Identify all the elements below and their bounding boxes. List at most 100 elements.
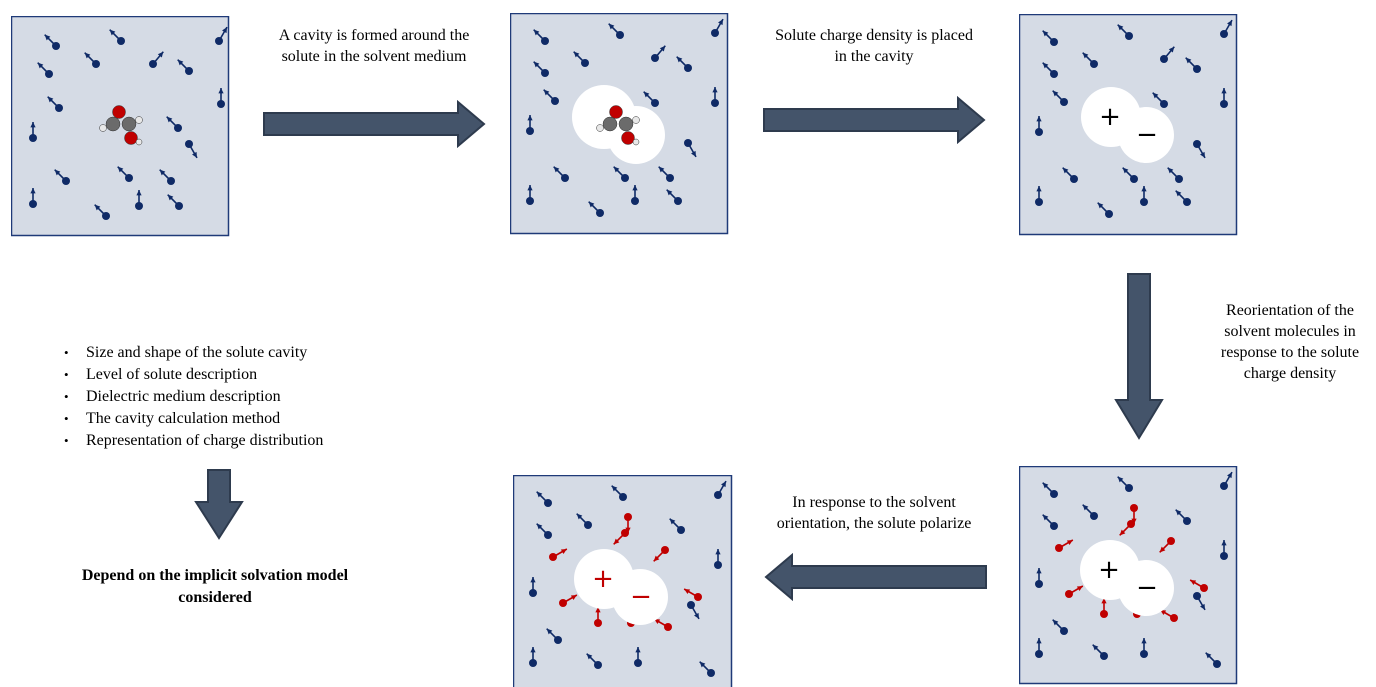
solvent-box [510,13,729,235]
solvent-molecule-icon [217,100,225,108]
solvent-molecule-icon [711,99,719,107]
charged-cavity: + − [1080,540,1174,616]
solvent-molecule-icon [1090,60,1098,68]
dipole-arrowhead [588,201,595,208]
solvent-molecule-icon [1213,660,1221,668]
dipole-arrowhead [1227,472,1232,479]
negative-charge: − [630,582,652,612]
solvent-molecule-icon [541,37,549,45]
solvent-molecule-icon [1050,38,1058,46]
solvent-molecule-icon [1220,100,1228,108]
dipole-arrowhead [1062,167,1069,174]
solvent-molecule-icon [594,619,602,627]
solvent-molecule-icon [1220,552,1228,560]
charged-cavity: + − [1081,87,1174,163]
solute-molecule-icon [99,105,143,146]
solvent-molecule-icon [125,174,133,182]
solvent-molecule-icon [544,499,552,507]
solvent-molecule-icon [661,546,669,554]
dipole-arrowhead [218,88,224,94]
dipole-arrowhead [659,45,666,52]
solvent-molecule-icon [1035,128,1043,136]
solvent-molecule-icon [1065,590,1073,598]
dipole-arrowhead [1036,116,1042,122]
dipole-arrowhead [94,204,101,211]
solvent-box: + − [513,475,733,687]
dipole-arrowhead [1036,638,1042,644]
dipole-arrowhead [530,647,536,653]
hydrogen-atom [632,138,640,146]
dipole-arrowhead [159,169,166,176]
solvent-molecule-icon [1050,522,1058,530]
carbon-atom [618,116,634,132]
carbon-atom [602,116,618,132]
hydrogen-atom [135,138,143,146]
solvent-molecule-icon [554,636,562,644]
dipole-arrowhead [1185,57,1192,64]
solvent-molecule-icon [1220,30,1228,38]
solvent-molecule-icon [581,59,589,67]
dipole-arrowhead [533,29,540,36]
positive-charge: + [1098,555,1120,585]
solvent-molecule-icon [1193,140,1201,148]
dipole-arrowhead [712,87,718,93]
dipole-arrowhead [44,34,51,41]
dipole-arrowhead [635,647,641,653]
solvent-molecule-icon [677,526,685,534]
caption-charge-placed: Solute charge density is placed in the c… [775,27,973,65]
dipole-arrowhead [1159,546,1166,553]
solvent-molecule-icon [1193,65,1201,73]
solvent-molecule-icon [529,589,537,597]
solvent-molecule-icon [1140,198,1148,206]
solvent-molecule-icon [1183,517,1191,525]
hydrogen-atom [596,124,604,132]
solvent-molecule-icon [29,200,37,208]
dipole-arrowhead [1066,540,1073,545]
solvent-molecule-icon [541,69,549,77]
dipole-arrowhead [1168,46,1175,53]
dipole-arrowhead [613,166,620,173]
solvent-molecule-icon [1125,484,1133,492]
solvent-molecule-icon [621,174,629,182]
dipole-arrowhead [536,491,543,498]
dipole-arrowhead [1097,202,1104,209]
dipole-arrowhead [1117,476,1124,483]
dipole-arrowhead [54,169,61,176]
dipole-arrowhead [1042,62,1049,69]
dipole-arrowhead [1160,610,1167,615]
solvent-molecule-icon [664,623,672,631]
solvent-molecule-icon [1130,504,1138,512]
dipole-arrowhead [684,589,691,594]
dipole-arrowhead [694,612,699,619]
dipole-arrowhead [1117,24,1124,31]
solvent-molecule-icon [167,177,175,185]
dipole-arrowhead [632,185,638,191]
oxygen-atom [621,131,635,145]
block-arrow-down-small [194,469,244,540]
solvent-molecule-icon [561,174,569,182]
panel-polarized-solute: + − [513,475,733,687]
dipole-arrowhead [1052,90,1059,97]
solvent-molecule-icon [666,174,674,182]
dipole-arrowhead [576,513,583,520]
caption-cavity-formed: A cavity is formed around the solute in … [278,27,470,65]
solvent-molecule-icon [687,601,695,609]
solvent-molecule-icon [149,60,157,68]
solvent-molecule-icon [544,531,552,539]
positive-charge: + [592,564,614,594]
dipole-arrowhead [625,527,631,533]
solvent-molecule-icon [1090,512,1098,520]
dipole-arrowhead [192,151,197,158]
dipole-arrowhead [553,166,560,173]
negative-charge: − [1136,120,1158,150]
block-arrow-right-2 [763,96,986,144]
hydrogen-atom [99,124,107,132]
dipole-arrowhead [1221,540,1227,546]
solvent-molecule-icon [29,134,37,142]
solvent-molecule-icon [1035,198,1043,206]
solvent-molecule-icon [631,197,639,205]
panel-cavity-formed [510,13,729,235]
dipole-arrowhead [1221,88,1227,94]
dipole-arrowhead [109,29,116,36]
caption-polarize: In response to the solvent orientation, … [776,494,972,532]
